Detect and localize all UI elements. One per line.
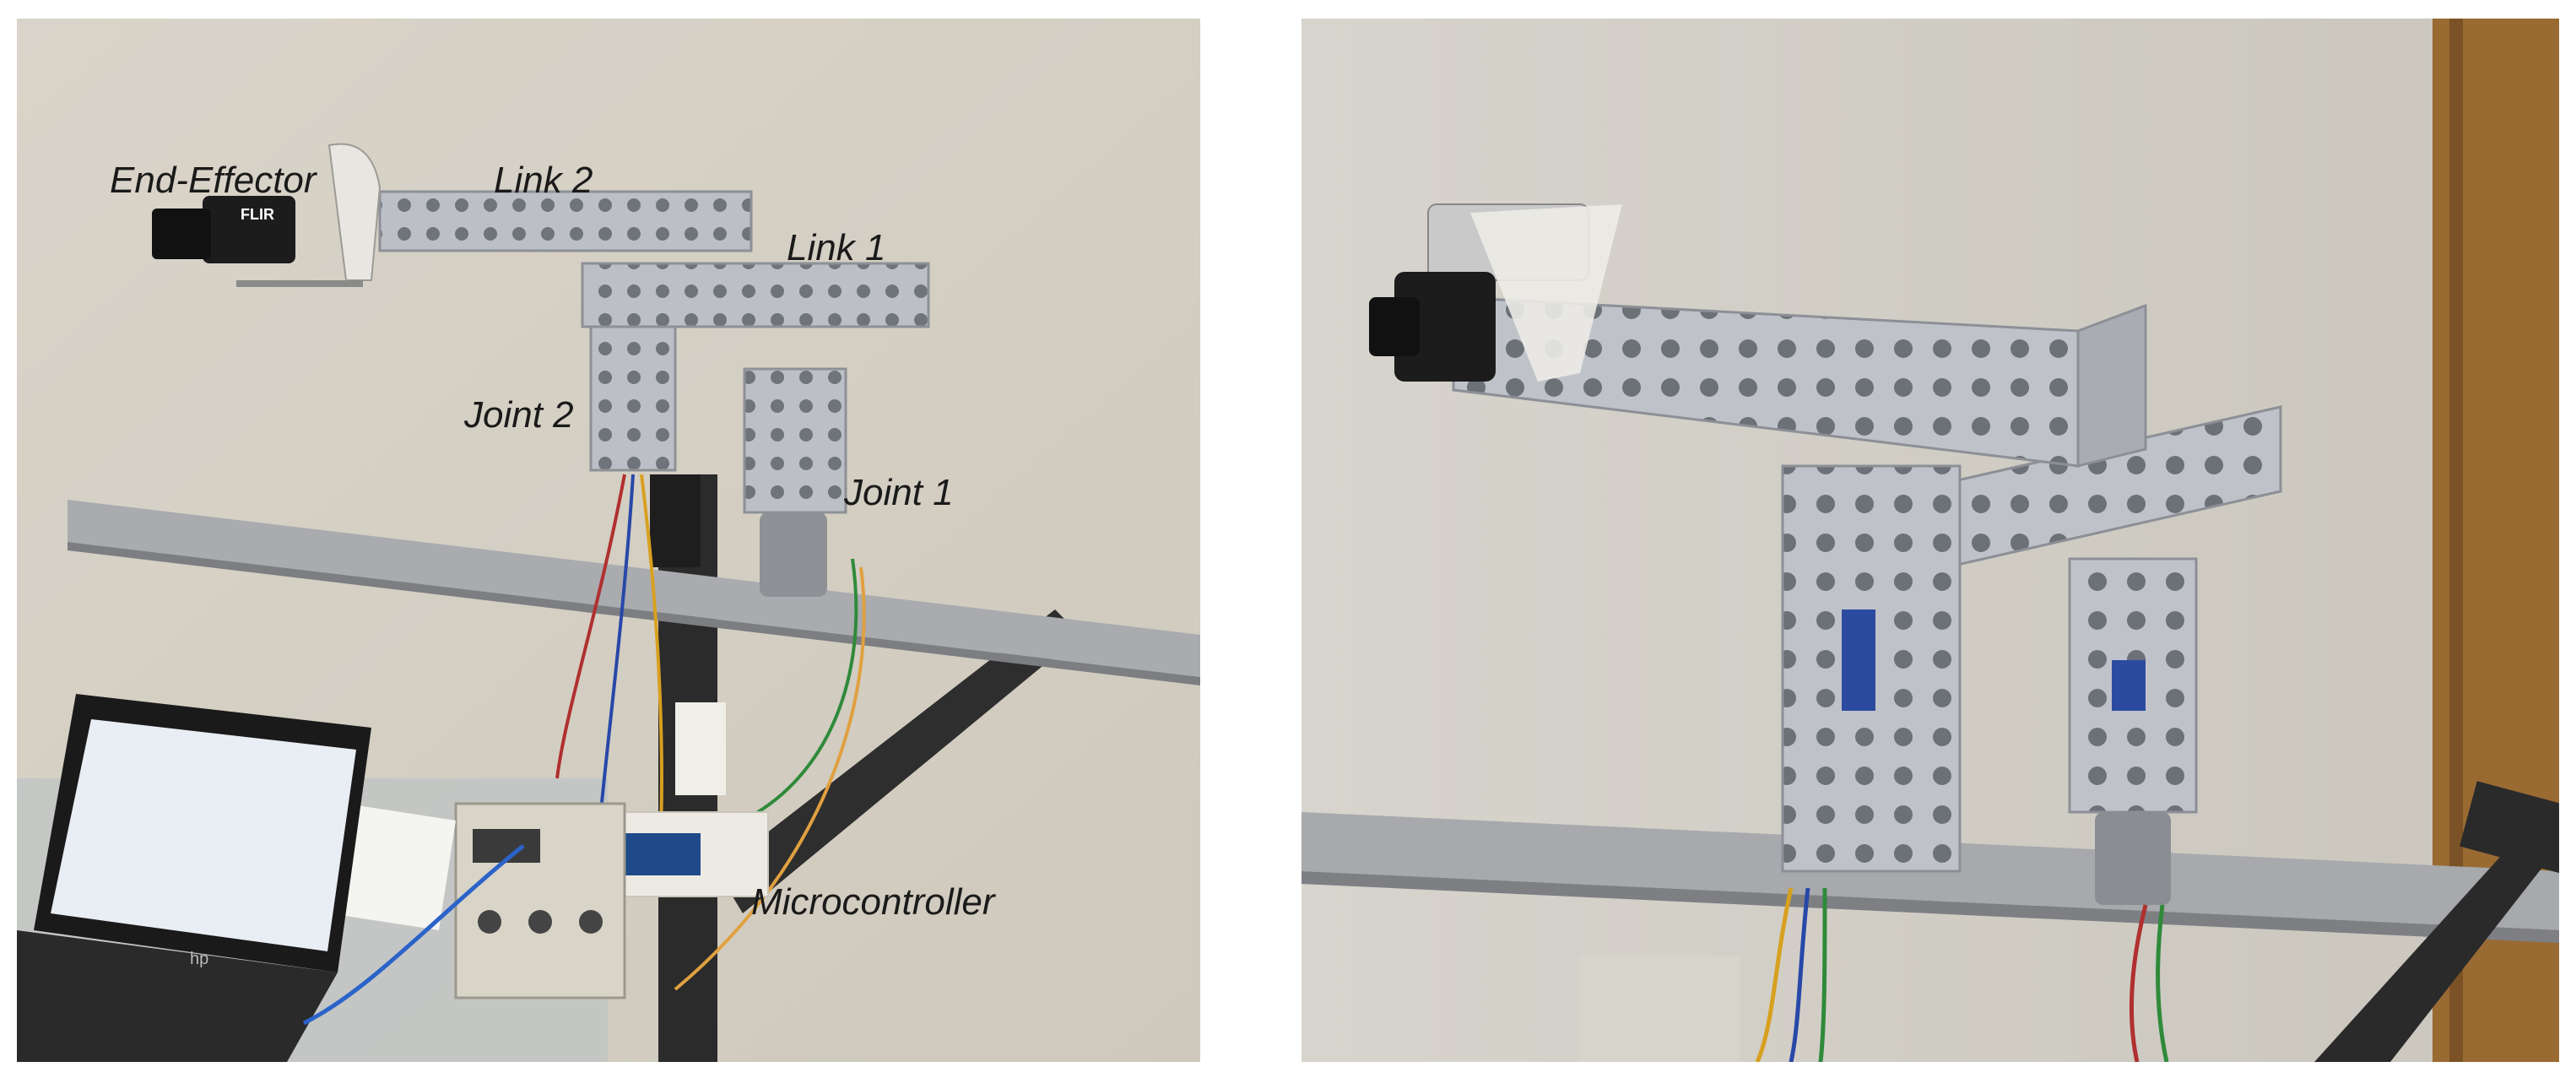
aluminum-rail [68,500,1200,677]
right-photo [1302,19,2559,1062]
left-photo-illustration: FLIR hp [17,19,1200,1062]
joint2-column [589,325,677,472]
joint1-motor [760,512,827,597]
joint1-motor [2095,812,2171,905]
label-link1: Link 1 [787,227,886,268]
laptop-brand: hp [190,950,208,968]
link2-bracket [378,190,753,252]
laptop-screen [51,719,356,951]
right-photo-illustration [1302,19,2559,1062]
label-link2: Link 2 [494,160,593,201]
label-joint1: Joint 1 [844,472,954,513]
label-microcontroller: Microcontroller [751,881,995,923]
label-joint2: Joint 2 [464,394,574,436]
camera-body [1394,272,1496,382]
camera-brand: FLIR [241,206,274,223]
link1-bracket [581,262,930,328]
label-end-effector: End-Effector [110,160,317,201]
camera-body [203,196,295,263]
laptop-keyboard [17,930,338,1062]
left-photo: FLIR hp End-Effector Link 2 Link 1 Joint… [17,19,1200,1062]
joint1-column [743,367,847,514]
